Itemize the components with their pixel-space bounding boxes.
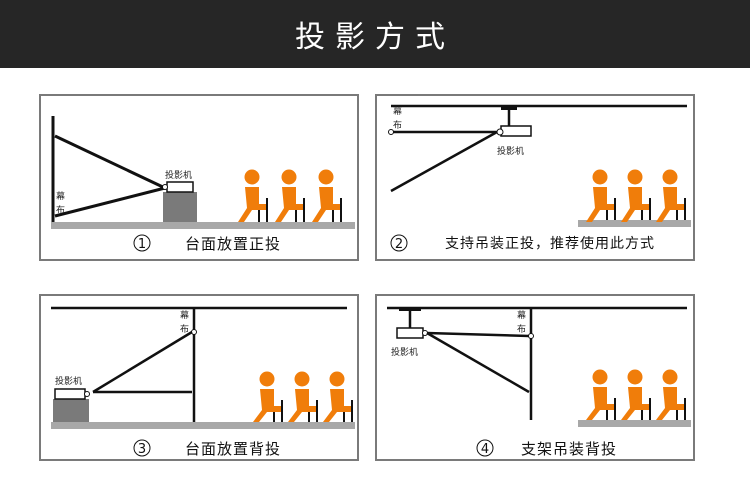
page-title: 投影方式 xyxy=(0,0,750,68)
screen-label-top: 幕 xyxy=(393,105,402,117)
projection-beam-bottom xyxy=(426,331,530,394)
projector-icon xyxy=(166,181,194,193)
screen-label-top: 幕 xyxy=(56,190,65,202)
caption-desktop-rear: 台面放置背投 xyxy=(184,440,281,458)
floor xyxy=(578,420,691,427)
panel-desktop-front-projection: 幕 布 投影机 xyxy=(39,94,359,261)
floor xyxy=(51,222,355,229)
audience-icon xyxy=(586,369,686,420)
projection-beam-top xyxy=(92,330,193,394)
projection-beam-top xyxy=(54,134,166,190)
caption-number-badge xyxy=(390,234,408,252)
projector-lens xyxy=(422,330,428,336)
projector-lens xyxy=(162,184,168,190)
screen-roll xyxy=(191,329,197,335)
projection-beam-bottom xyxy=(390,130,498,193)
mount-plate xyxy=(399,308,421,311)
caption-number: 4 xyxy=(481,442,489,457)
panel-desktop-rear-projection: 幕 布 投影机 xyxy=(39,294,359,461)
caption-bracket-rear: 支架吊装背投 xyxy=(520,440,617,458)
projector-label: 投影机 xyxy=(55,375,82,387)
projector-icon xyxy=(396,327,424,339)
caption-desktop-front: 台面放置正投 xyxy=(184,235,281,253)
audience-icon xyxy=(586,169,686,222)
projector-icon xyxy=(54,388,86,400)
panel-bracket-rear-projection: 投影机 幕 布 xyxy=(375,294,695,461)
diagram-bracket-rear: 投影机 幕 布 xyxy=(387,306,691,457)
projector-label: 投影机 xyxy=(497,145,524,157)
caption-number-badge xyxy=(133,234,151,252)
screen-label-bottom: 布 xyxy=(56,204,65,216)
floor xyxy=(578,220,691,227)
caption-ceiling-front: 支持吊装正投，推荐使用此方式 xyxy=(445,236,655,252)
projector-lens xyxy=(496,128,504,136)
projector-lens xyxy=(84,391,90,397)
projection-beam-top xyxy=(426,331,530,338)
audience-icon xyxy=(253,371,353,422)
diagram-desktop-rear: 幕 布 投影机 xyxy=(51,306,355,457)
caption-number-badge xyxy=(476,439,494,457)
screen-label-bottom: 布 xyxy=(517,323,526,335)
caption-number: 2 xyxy=(395,237,403,252)
screen-roll xyxy=(528,333,534,339)
projection-beam-bottom xyxy=(54,186,166,218)
mount-plate xyxy=(501,106,517,110)
diagram-ceiling-front: 投影机 幕 布 xyxy=(388,104,691,252)
projector-label: 投影机 xyxy=(165,169,192,181)
screen-label-bottom: 布 xyxy=(393,119,402,131)
screen-label-top: 幕 xyxy=(517,309,526,321)
caption-number-badge xyxy=(133,439,151,457)
projector-label: 投影机 xyxy=(391,346,418,358)
caption-number: 1 xyxy=(138,237,146,252)
floor xyxy=(51,422,355,429)
panel-ceiling-front-projection: 投影机 幕 布 xyxy=(375,94,695,261)
table xyxy=(163,192,197,222)
caption-number: 3 xyxy=(138,442,146,457)
screen-label-bottom: 布 xyxy=(180,323,189,335)
projector-icon xyxy=(500,125,532,137)
screen-label-top: 幕 xyxy=(180,309,189,321)
screen-roll xyxy=(388,129,394,135)
audience-icon xyxy=(238,169,342,222)
diagram-desktop-front: 幕 布 投影机 xyxy=(51,116,355,252)
table xyxy=(53,399,89,422)
